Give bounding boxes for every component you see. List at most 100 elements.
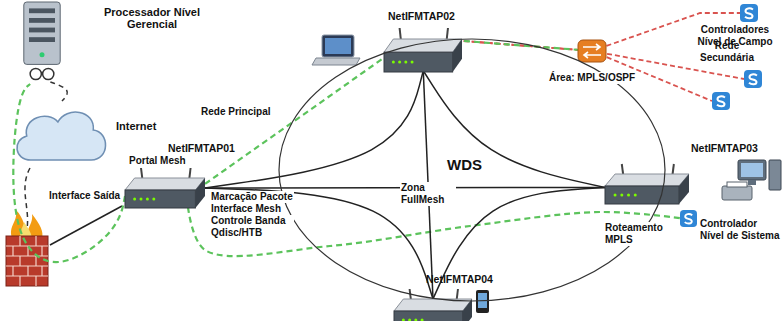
- node-label: NetIFMTAP02: [388, 10, 455, 22]
- firewall-icon: [12, 266, 13, 276]
- router-icon: [408, 319, 411, 321]
- router-icon: [404, 61, 407, 64]
- server-icon: [29, 28, 55, 33]
- router-icon: [620, 194, 623, 197]
- main-network-link: [205, 53, 391, 184]
- firewall-icon: [35, 256, 36, 266]
- router-icon: [605, 186, 679, 204]
- workstation-icon: [722, 186, 752, 200]
- router-icon: [146, 198, 149, 201]
- node-label: Zona FullMesh: [400, 182, 456, 206]
- cloud-icon: [17, 112, 106, 160]
- server-icon: [29, 37, 55, 42]
- s-icon: [744, 70, 762, 88]
- firewall-icon: [6, 210, 48, 286]
- node-label: Processador Nível Gerencial: [92, 6, 212, 30]
- firewall-icon: [19, 256, 20, 266]
- router-icon: [634, 194, 637, 197]
- s-icon: [685, 214, 693, 223]
- firewall-icon: [41, 266, 42, 276]
- router-icon: [384, 52, 453, 72]
- controller-node: Controlador Nível de Sistema: [680, 208, 784, 250]
- annotation-label: Marcação Pacote: [210, 191, 294, 203]
- main-network-link: [13, 84, 125, 262]
- annotation-label: Interface Saída: [48, 190, 121, 202]
- router-icon: [614, 194, 617, 197]
- annotation-label: Roteamento MPLS: [604, 222, 666, 246]
- main-link: [464, 41, 580, 50]
- firewall-icon: [12, 246, 13, 256]
- workstation-icon: [727, 182, 747, 187]
- s-icon: [740, 4, 758, 22]
- router-icon: [402, 319, 405, 321]
- s-icon: [740, 4, 758, 22]
- node-label: Rede Secundária: [698, 40, 756, 64]
- access-point: NetIFMTAP02: [382, 10, 468, 72]
- internet-link: [25, 168, 30, 234]
- router-icon: [605, 174, 689, 186]
- annotation-label: Interface Mesh: [210, 203, 282, 215]
- ellipse-icon: [279, 39, 665, 301]
- router-icon: [195, 178, 205, 208]
- workstation-icon: [748, 180, 756, 185]
- router-icon: [125, 190, 195, 208]
- wds-link: [205, 188, 433, 299]
- router-icon: [679, 174, 689, 204]
- access-point: NetIFMTAP04: [392, 273, 504, 321]
- controller-icon: [717, 96, 725, 106]
- wds-link: [423, 71, 605, 188]
- s-icon: [745, 8, 753, 18]
- s-icon: [680, 210, 697, 227]
- firewall-icon: [19, 236, 20, 246]
- server-node: Processador Nível Gerencial: [12, 2, 214, 84]
- access-point: NetIFMTAP03: [603, 142, 768, 206]
- edge-label: Rede Principal: [200, 106, 271, 118]
- annotation-label: Portal Mesh: [128, 155, 187, 167]
- router-icon: [605, 164, 689, 204]
- laptop-icon: [312, 58, 360, 65]
- laptop-icon: [312, 35, 360, 65]
- router-icon: [152, 198, 155, 201]
- s-icon: [744, 70, 762, 88]
- mpls-route: [188, 207, 680, 256]
- router-icon: [453, 39, 462, 72]
- server-icon: [29, 18, 55, 23]
- server-icon: [30, 68, 41, 79]
- router-icon: [463, 299, 472, 321]
- controller-icon: [712, 92, 730, 110]
- router-icon: [133, 198, 136, 201]
- server-icon: [40, 52, 45, 57]
- node-label: WDS: [446, 156, 483, 174]
- firewall-icon: [41, 246, 42, 256]
- cloud-icon: [17, 112, 106, 160]
- controller-icon: [712, 92, 730, 110]
- firewall-icon: [6, 236, 48, 286]
- workstation-icon: [769, 160, 781, 190]
- workstation-icon: [741, 163, 763, 177]
- s-icon: [749, 74, 757, 84]
- node-label: NetIFMTAP04: [426, 273, 493, 285]
- server-icon: [43, 68, 54, 79]
- s-icon: [680, 210, 697, 227]
- switch-icon: [578, 40, 606, 62]
- server-icon: [24, 2, 60, 80]
- workstation-icon: [738, 160, 766, 180]
- switch-icon: [578, 40, 606, 62]
- switch-icon: [583, 44, 601, 58]
- annotation-label: Área: MPLS/OSPF: [548, 72, 636, 84]
- router-icon: [394, 289, 472, 321]
- firewall-icon: [35, 236, 36, 246]
- annotation-label: Controle Banda Qdisc/HTB: [210, 215, 294, 239]
- node-label: Controlador Nível de Sistema: [700, 218, 782, 242]
- wds-link: [205, 71, 423, 188]
- router-icon: [398, 61, 401, 64]
- router-icon: [140, 198, 143, 201]
- router-icon: [394, 311, 463, 321]
- router-icon: [125, 168, 205, 208]
- firewall-icon: [19, 276, 20, 286]
- router-icon: [414, 319, 417, 321]
- router-icon: [392, 61, 395, 64]
- internet-link: [50, 82, 67, 101]
- node-label: NetIFMTAP03: [691, 142, 758, 154]
- firewall-icon: [35, 276, 36, 286]
